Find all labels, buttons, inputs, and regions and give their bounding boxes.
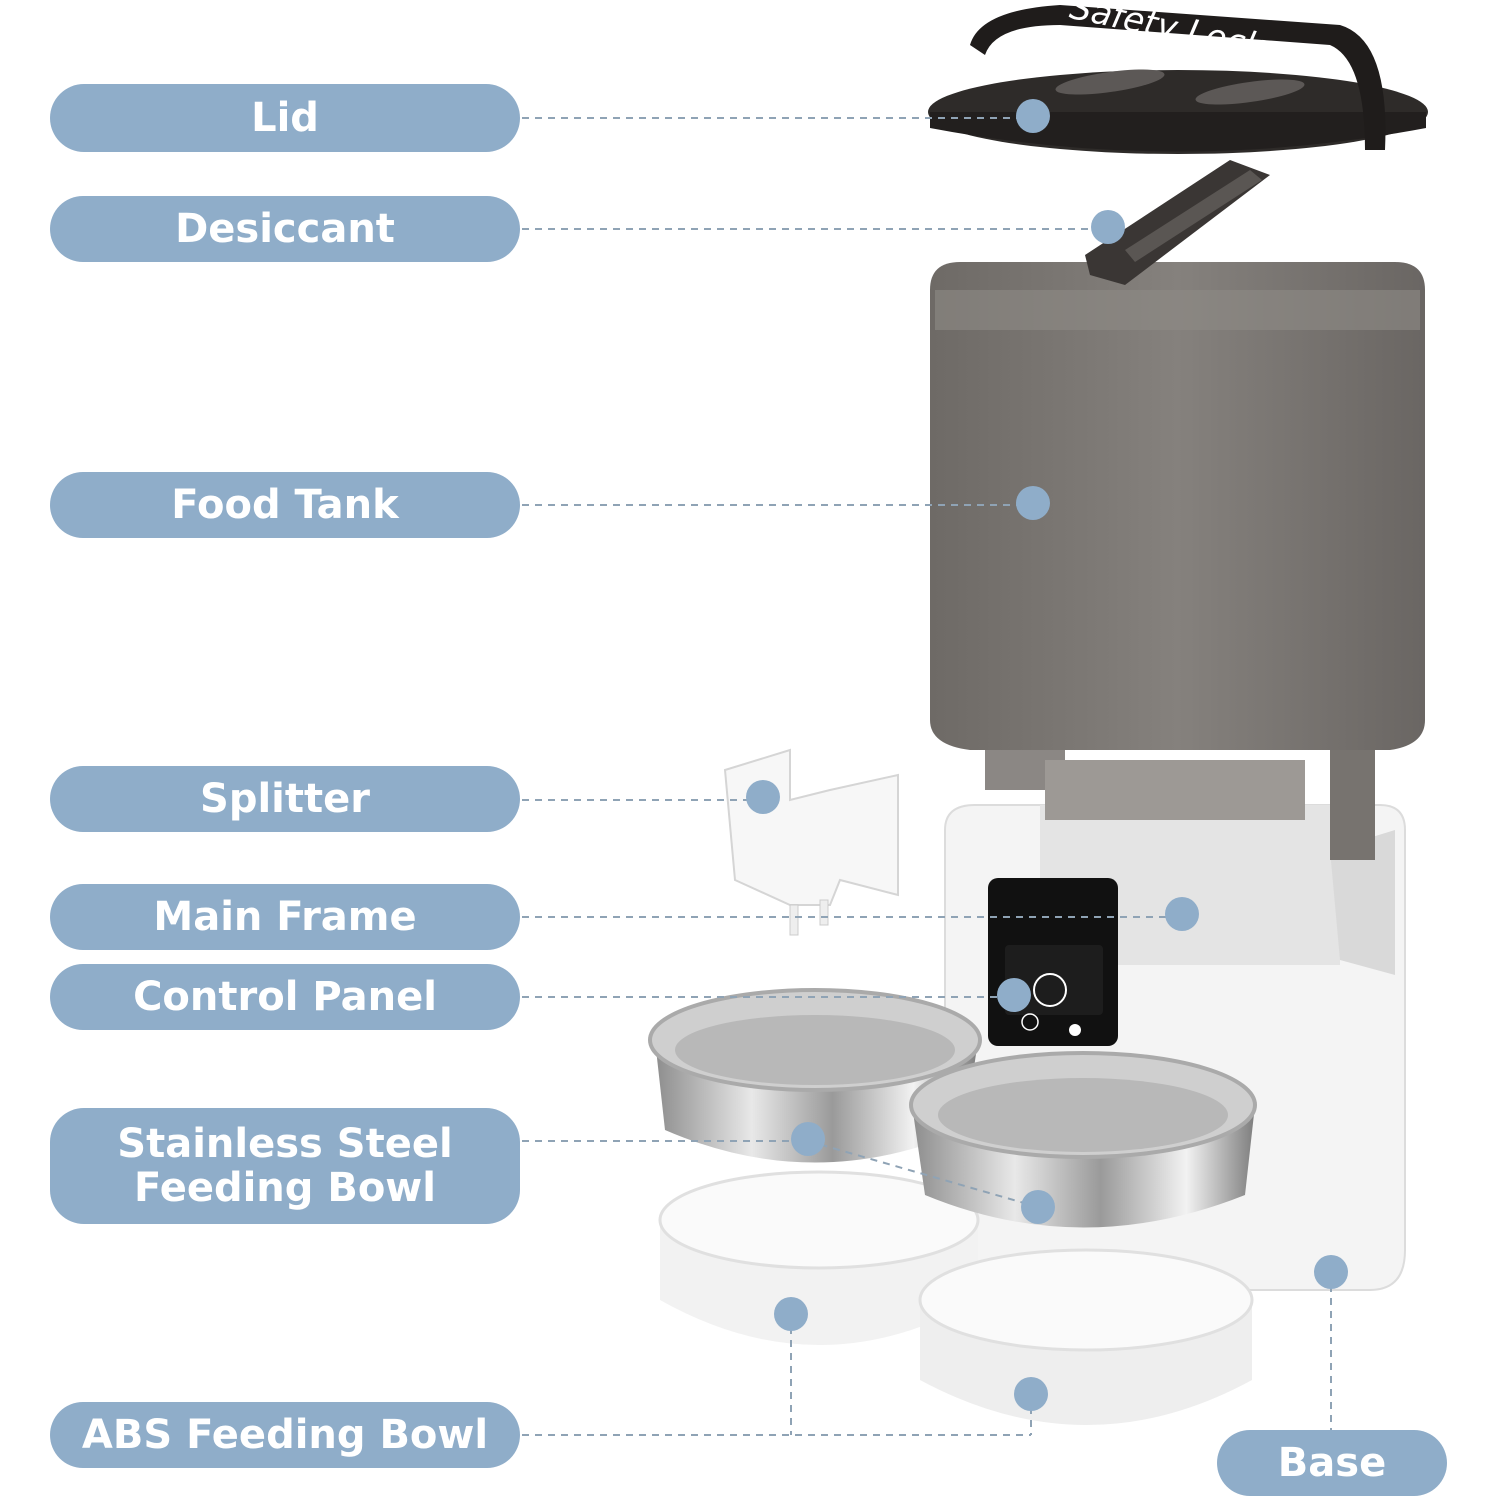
dog-icon — [1033, 973, 1067, 1007]
splitter — [723, 748, 899, 936]
lid: Safety Lock — [928, 0, 1428, 154]
plus-button-icon — [1021, 1013, 1039, 1031]
label-abs-bowl: ABS Feeding Bowl — [50, 1402, 520, 1468]
steel-bowls — [648, 988, 1257, 1228]
label-base: Base — [1217, 1430, 1447, 1496]
food-tank — [930, 262, 1425, 860]
label-desiccant: Desiccant — [50, 196, 520, 262]
desiccant — [1085, 160, 1270, 285]
safety-lock-text: Safety Lock — [1066, 0, 1269, 68]
label-line-1: Stainless Steel — [117, 1121, 453, 1167]
callout-lines — [522, 117, 1332, 1436]
control-panel — [988, 878, 1118, 1046]
abs-bowls — [658, 1170, 1254, 1425]
label-main-frame: Main Frame — [50, 884, 520, 950]
label-splitter: Splitter — [50, 766, 520, 832]
label-food-tank: Food Tank — [50, 472, 520, 538]
label-stainless-steel-bowl: Stainless Steel Feeding Bowl — [50, 1108, 520, 1224]
label-lid: Lid — [50, 84, 520, 152]
callout-dots — [746, 99, 1348, 1411]
label-control-panel: Control Panel — [50, 964, 520, 1030]
label-line-2: Feeding Bowl — [134, 1165, 436, 1211]
